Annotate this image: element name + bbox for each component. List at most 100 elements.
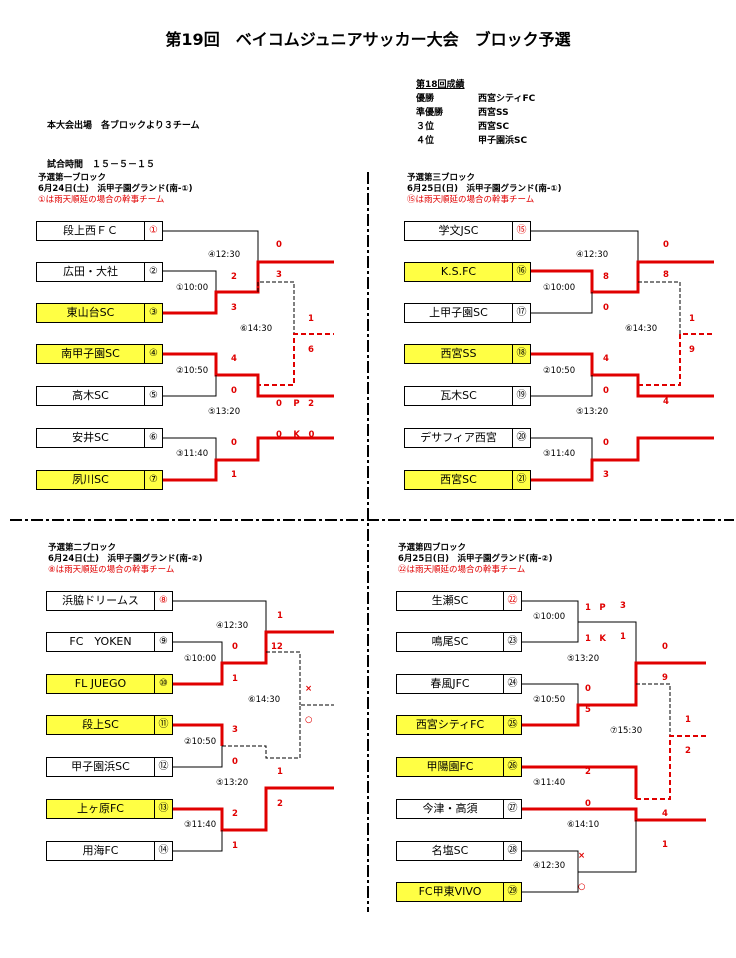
bracket-line (522, 850, 579, 872)
team-number: ⑲ (512, 387, 530, 405)
score: 0 K 0 (276, 430, 315, 440)
bracket-line-win (173, 723, 224, 746)
team-number: ⑫ (154, 758, 172, 776)
score: 1 (620, 632, 626, 642)
team-number: ㉖ (503, 758, 521, 776)
match-time: ⑥14:30 (248, 695, 281, 705)
bracket-line (173, 746, 223, 768)
bracket-line (173, 830, 223, 852)
bracket-line-win (257, 333, 334, 386)
team-number: ⑤ (144, 387, 162, 405)
bracket-line (522, 820, 637, 893)
score: 1 (277, 767, 283, 777)
team-box: デサフィア西宮 ⑳ (404, 428, 531, 448)
score: 2 (685, 746, 691, 756)
team-number: ⑧ (154, 592, 172, 610)
match-time: ②10:50 (533, 695, 566, 705)
team-name: 夙川SC (72, 473, 109, 486)
bracket-line-win (522, 661, 706, 727)
match-time: ③11:40 (533, 778, 566, 788)
team-number: ㉒ (503, 592, 521, 610)
bracket-line-win (173, 786, 334, 832)
match-time: ⑦15:30 (610, 726, 643, 736)
team-name: FC甲東VIVO (418, 885, 482, 898)
match-time: ②10:50 (543, 366, 576, 376)
team-name: 春風JFC (430, 677, 470, 690)
score: 6 (308, 345, 314, 355)
bracket-line-win (638, 333, 714, 386)
score: 12 (271, 642, 283, 652)
team-number: ㉑ (512, 471, 530, 489)
bracket-line (266, 651, 301, 705)
score: 3 (276, 270, 282, 280)
team-name: 名塩SC (431, 844, 469, 857)
score: 4 (663, 397, 669, 407)
team-name: 東山台SC (66, 306, 115, 319)
result-rank: 準優勝 (416, 108, 444, 118)
score: 1 P (585, 603, 606, 613)
result-row: ３位西宮SC (416, 120, 535, 134)
match-time: ④12:30 (216, 621, 249, 631)
previous-results: 第18回成績 優勝西宮シティFC 準優勝西宮SS ３位西宮SC ４位甲子園浜SC (416, 78, 535, 148)
team-name: 広田・大社 (63, 265, 118, 278)
match-time: ④12:30 (208, 250, 241, 260)
team-name: 上甲子園SC (429, 306, 488, 319)
score: 1 (662, 840, 668, 850)
team-number: ㉓ (503, 633, 521, 651)
team-name: デサフィア西宮 (420, 431, 497, 444)
block-date: 6月25日(日) 浜甲子園グランド(南-①) (407, 184, 562, 194)
block-note: ①は雨天順延の場合の幹事チーム (38, 195, 165, 205)
match-time: ⑤13:20 (208, 407, 241, 417)
score: 2 (232, 809, 238, 819)
team-number: ⑪ (154, 716, 172, 734)
result-team: 西宮SS (478, 108, 509, 118)
score: 4 (662, 809, 668, 819)
score: ○ (578, 882, 586, 892)
match-time: ⑤13:20 (567, 654, 600, 664)
bracket-line (531, 292, 593, 314)
block1-lines (163, 230, 334, 482)
bracket-line (531, 437, 593, 460)
score: × (578, 851, 586, 861)
team-number: ④ (144, 345, 162, 363)
block1-header: 予選第一ブロック 6月24日(土) 浜甲子園グランド(南-①) ①は雨天順延の場… (38, 173, 193, 206)
result-team: 西宮シティFC (478, 94, 536, 104)
block-date: 6月25日(日) 浜甲子園グランド(南-②) (398, 554, 553, 564)
bracket-line (531, 375, 593, 397)
team-number: ⑳ (512, 429, 530, 447)
team-number: ㉗ (503, 800, 521, 818)
score: 0 (231, 386, 237, 396)
team-name: 西宮シティFC (415, 718, 485, 731)
result-row: 準優勝 西宮SS (416, 106, 535, 120)
block-name: 予選第四ブロック (398, 543, 467, 553)
team-name: FC YOKEN (69, 635, 132, 648)
score: 1 (231, 470, 237, 480)
match-time: ⑤13:20 (216, 778, 249, 788)
score: 8 (663, 270, 669, 280)
team-name: FL JUEGO (74, 677, 127, 690)
match-time: ⑥14:30 (625, 324, 658, 334)
score: 5 (585, 705, 591, 715)
team-number: ⑥ (144, 429, 162, 447)
bracket-line-win (163, 352, 300, 398)
team-name: 瓦木SC (440, 389, 477, 402)
score: × (305, 684, 313, 694)
team-number: ⑮ (512, 222, 530, 240)
team-number: ① (144, 222, 162, 240)
match-time: ④12:30 (576, 250, 609, 260)
block-name: 予選第一ブロック (38, 173, 107, 183)
page-title: 第19回 ベイコムジュニアサッカー大会 ブロック予選 (165, 30, 571, 49)
match-time: ②10:50 (184, 737, 217, 747)
team-number: ⑦ (144, 471, 162, 489)
team-number: ⑬ (154, 800, 172, 818)
